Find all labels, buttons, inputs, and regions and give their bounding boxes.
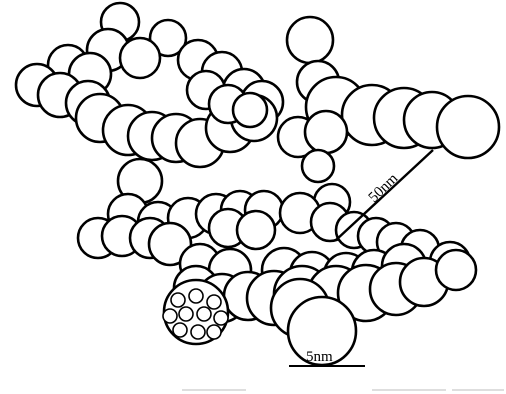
histone-subunit <box>191 325 205 339</box>
nucleosome-bead <box>233 93 267 127</box>
diameter-scale-label: 5nm <box>306 349 333 365</box>
nucleosome-bead <box>302 150 334 182</box>
nucleosome-bead <box>287 17 333 63</box>
histone-subunit <box>179 307 193 321</box>
nucleosome-beads <box>16 3 499 365</box>
nucleosome-bead <box>305 111 347 153</box>
histone-subunit <box>171 293 185 307</box>
nucleosome-core-detail <box>163 280 228 344</box>
nucleosome-bead <box>120 38 160 78</box>
histone-subunit <box>207 295 221 309</box>
histone-subunit <box>207 325 221 339</box>
histone-subunit <box>173 323 187 337</box>
length-scale-label: 50nm <box>366 170 402 205</box>
nucleosome-bead <box>237 211 275 249</box>
histone-subunit <box>214 311 228 325</box>
nucleosome-bead <box>436 250 476 290</box>
histone-subunit <box>163 309 177 323</box>
histone-subunit <box>197 307 211 321</box>
nucleosome-bead <box>437 96 499 158</box>
histone-subunit <box>189 289 203 303</box>
